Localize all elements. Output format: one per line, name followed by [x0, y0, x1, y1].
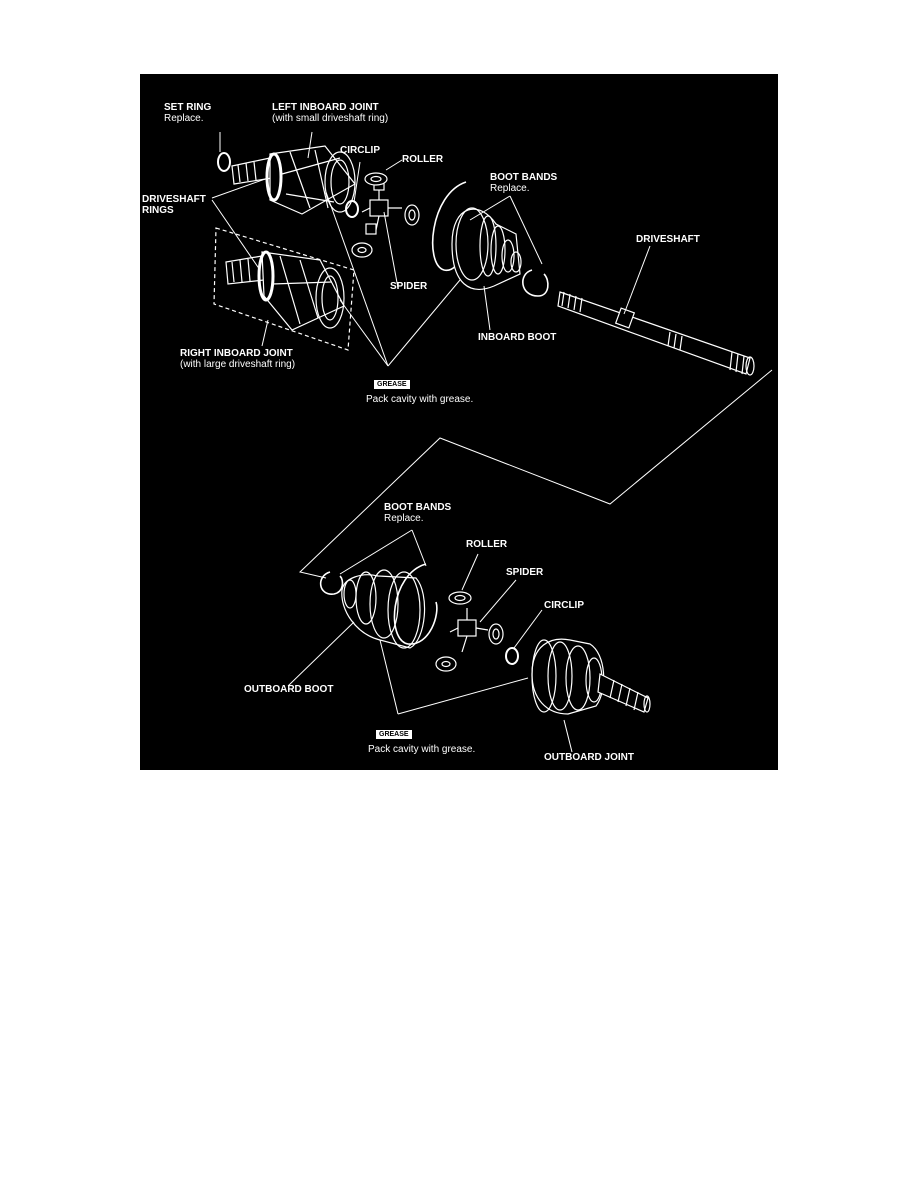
left-inboard-joint-note: (with small driveshaft ring) — [272, 113, 389, 124]
right-inboard-joint-part — [225, 250, 345, 331]
set-ring-label: SET RING — [164, 102, 212, 113]
driveshaft-exploded-diagram: SET RING Replace. LEFT INBOARD JOINT (wi… — [140, 74, 778, 770]
boot-band-part — [522, 269, 549, 297]
right-inboard-joint-note: (with large driveshaft ring) — [180, 359, 296, 370]
roller-label: ROLLER — [402, 154, 444, 165]
set-ring-note: Replace. — [164, 113, 204, 124]
lower-spider-part — [449, 608, 489, 653]
lower-roller-part — [435, 591, 504, 672]
right-inboard-joint-label: RIGHT INBOARD JOINT — [180, 348, 293, 359]
boot-bands-label: BOOT BANDS — [490, 172, 558, 183]
circlip-part — [345, 200, 359, 218]
spider-part — [361, 181, 402, 235]
outboard-joint-part — [531, 638, 651, 715]
lower-circlip-label: CIRCLIP — [544, 600, 584, 611]
leader-lines-upper — [211, 131, 651, 367]
grease-note: Pack cavity with grease. — [366, 394, 474, 405]
lower-grease-tag: GREASE — [376, 730, 412, 739]
driveshaft-rings-label-line1: DRIVESHAFT — [142, 194, 206, 205]
lower-roller-label: ROLLER — [466, 539, 508, 550]
inboard-boot-label: INBOARD BOOT — [478, 332, 557, 343]
right-joint-dashed-frame — [213, 227, 355, 351]
lower-boot-bands-label: BOOT BANDS — [384, 502, 452, 513]
circlip-label: CIRCLIP — [340, 145, 380, 156]
lower-circlip-part — [505, 647, 519, 665]
grease-tag: GREASE — [374, 380, 410, 389]
driveshaft-rings-label-line2: RINGS — [142, 205, 174, 216]
outboard-joint-label: OUTBOARD JOINT — [544, 752, 634, 763]
set-ring-part — [217, 152, 231, 172]
left-inboard-joint-part — [231, 145, 356, 215]
lower-boot-bands-note: Replace. — [384, 513, 424, 524]
boot-band-part — [393, 563, 438, 645]
diagram-artwork — [211, 131, 773, 753]
boot-bands-note: Replace. — [490, 183, 530, 194]
lower-grease-note: Pack cavity with grease. — [368, 744, 476, 755]
spider-label: SPIDER — [390, 281, 428, 292]
driveshaft-part — [557, 291, 755, 376]
boot-band-part — [319, 571, 344, 595]
leader-lines-lower — [287, 529, 573, 753]
outboard-boot-label: OUTBOARD BOOT — [244, 684, 334, 695]
inboard-boot-part — [451, 207, 522, 290]
connector-line — [298, 369, 773, 579]
roller-part — [351, 172, 420, 258]
left-inboard-joint-label: LEFT INBOARD JOINT — [272, 102, 379, 113]
lower-spider-label: SPIDER — [506, 567, 544, 578]
driveshaft-label: DRIVESHAFT — [636, 234, 700, 245]
outboard-boot-part — [341, 569, 426, 649]
